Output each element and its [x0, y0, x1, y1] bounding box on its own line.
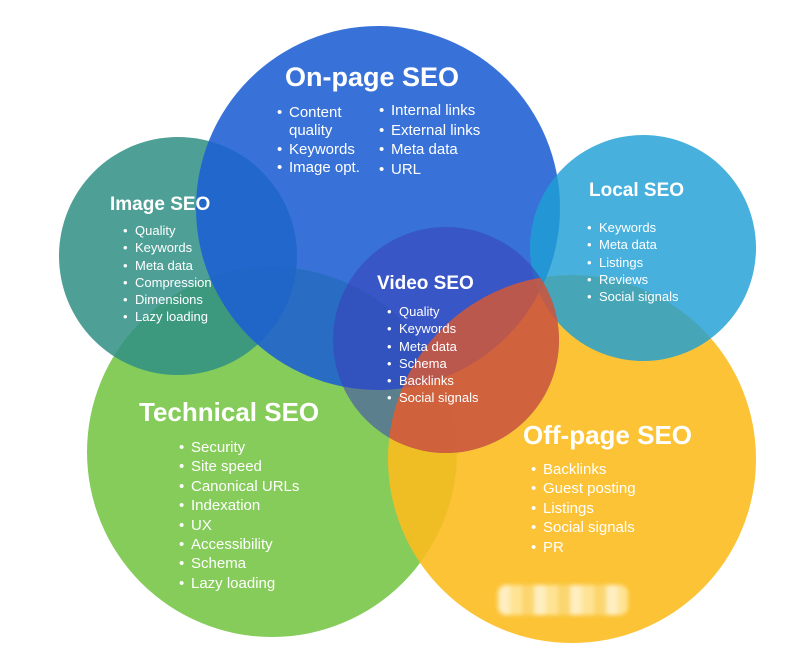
list-item: UX [179, 516, 299, 536]
list-item: Social signals [587, 288, 679, 306]
image-seo-title-block: Image SEO [110, 194, 210, 216]
list-item: Quality [387, 303, 479, 321]
list-item: Quality [123, 222, 212, 240]
list-item: Site speed [179, 457, 299, 477]
video-seo-list: Quality Keywords Meta data Schema Backli… [387, 303, 479, 407]
video-seo-title: Video SEO [377, 273, 474, 294]
on-page-seo-title-block: On-page SEO [285, 62, 459, 93]
list-item: Reviews [587, 271, 679, 289]
list-item: Meta data [587, 236, 679, 254]
list-item: Canonical URLs [179, 477, 299, 497]
list-item: Keywords [587, 219, 679, 237]
video-seo-title-block: Video SEO [377, 273, 474, 295]
list-item: PR [531, 538, 636, 558]
local-seo-title: Local SEO [589, 180, 685, 201]
list-item: Guest posting [531, 479, 636, 499]
list-item: URL [379, 160, 480, 180]
local-seo-title-block: Local SEO [589, 180, 684, 202]
list-item: Image opt. [277, 159, 373, 177]
on-page-seo-title: On-page SEO [285, 62, 460, 92]
off-page-seo-title-block: Off-page SEO [523, 420, 692, 451]
off-page-seo-list: Backlinks Guest posting Listings Social … [531, 460, 636, 557]
list-item: Social signals [531, 518, 636, 538]
technical-seo-title-block: Technical SEO [139, 397, 319, 428]
list-item: Security [179, 438, 299, 458]
image-seo-title: Image SEO [110, 194, 211, 215]
list-item: Meta data [123, 257, 212, 275]
list-item: Keywords [387, 320, 479, 338]
technical-seo-list: Security Site speed Canonical URLs Index… [179, 438, 299, 594]
list-item: Meta data [379, 140, 480, 160]
list-item: Meta data [387, 338, 479, 356]
list-item: Lazy loading [123, 308, 212, 326]
list-item: Compression [123, 274, 212, 292]
list-item: Backlinks [387, 372, 479, 390]
list-item: Schema [179, 554, 299, 574]
technical-seo-title: Technical SEO [139, 397, 320, 427]
list-item: Social signals [387, 389, 479, 407]
on-page-seo-list-2: Internal links External links Meta data … [379, 101, 480, 179]
list-item: Keywords [123, 239, 212, 257]
list-item: Indexation [179, 496, 299, 516]
list-item: Listings [531, 499, 636, 519]
list-item: Schema [387, 355, 479, 373]
list-item: External links [379, 121, 480, 141]
off-page-seo-title: Off-page SEO [523, 420, 693, 450]
local-seo-list: Keywords Meta data Listings Reviews Soci… [587, 219, 679, 306]
list-item: Internal links [379, 101, 480, 121]
list-item: Accessibility [179, 535, 299, 555]
list-item: Content quality [277, 104, 373, 140]
list-item: Lazy loading [179, 574, 299, 594]
image-seo-list: Quality Keywords Meta data Compression D… [123, 222, 212, 326]
on-page-seo-list-1: Content quality Keywords Image opt. [277, 104, 373, 177]
list-item: Keywords [277, 141, 373, 159]
video-offpage-overlap [388, 275, 559, 453]
blurred-watermark [498, 585, 628, 615]
list-item: Backlinks [531, 460, 636, 480]
list-item: Listings [587, 254, 679, 272]
list-item: Dimensions [123, 291, 212, 309]
